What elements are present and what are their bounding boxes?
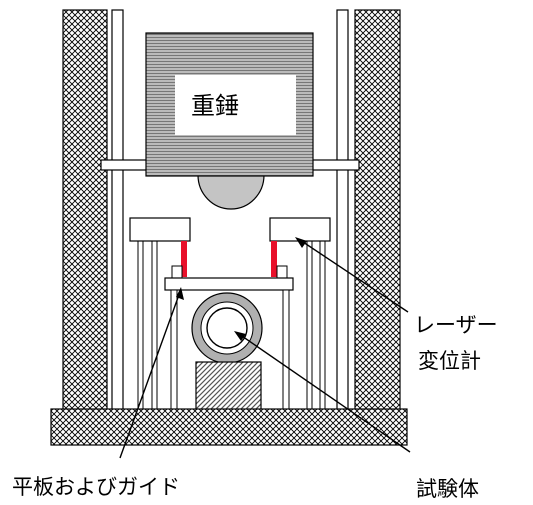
weight-label: 重錘 [191, 92, 239, 120]
weight-hemisphere [197, 174, 265, 210]
left-wall [62, 9, 108, 411]
specimen-hole [206, 307, 248, 349]
base [50, 408, 408, 446]
laser-meter-right [269, 217, 331, 242]
laser-meter-left [129, 217, 191, 242]
support-block [195, 361, 262, 411]
leader-laser [295, 237, 409, 313]
right-wall [354, 9, 401, 411]
leader-specimen [234, 331, 411, 453]
loading-plate [164, 277, 294, 291]
leader-plate-guide [119, 287, 184, 459]
laser-beam-right [271, 241, 277, 277]
label-laser-line1: レーザー [414, 313, 498, 337]
laser-targets [171, 265, 288, 280]
label-plate-guide: 平板およびガイド [12, 475, 180, 499]
label-laser-line2: 変位計 [418, 349, 481, 373]
label-specimen: 試験体 [416, 477, 479, 501]
laser-beam-left [181, 241, 187, 277]
weight-label-box [175, 75, 296, 135]
